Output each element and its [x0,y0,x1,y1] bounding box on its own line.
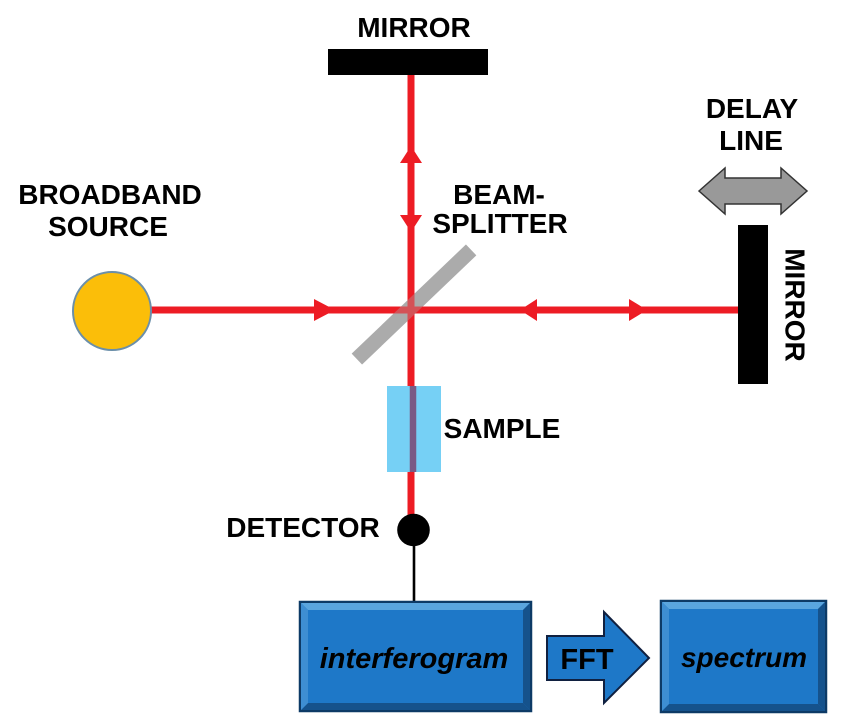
svg-text:BROADBAND: BROADBAND [18,179,202,210]
svg-text:interferogram: interferogram [320,643,509,675]
svg-text:LINE: LINE [719,125,783,156]
svg-text:SPLITTER: SPLITTER [432,208,567,239]
svg-text:spectrum: spectrum [681,642,807,673]
svg-text:MIRROR: MIRROR [357,12,471,43]
svg-text:MIRROR: MIRROR [780,248,811,362]
svg-text:DELAY: DELAY [706,93,799,124]
svg-text:BEAM-: BEAM- [453,179,545,210]
svg-text:SAMPLE: SAMPLE [444,413,561,444]
svg-text:DETECTOR: DETECTOR [226,512,380,543]
svg-text:FFT: FFT [560,644,613,676]
svg-text:SOURCE: SOURCE [48,211,168,242]
